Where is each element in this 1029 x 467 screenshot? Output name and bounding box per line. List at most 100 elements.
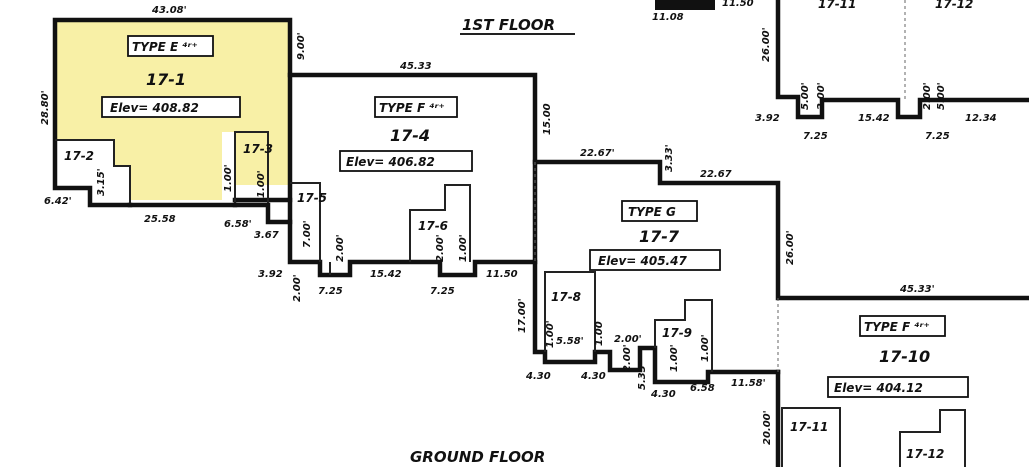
dim-25-58: 25.58	[144, 214, 176, 225]
heading-ground-floor: GROUND FLOOR	[410, 448, 545, 466]
elev-17-7: Elev= 405.47	[598, 254, 687, 268]
dim-17-00: 17.00'	[517, 298, 528, 333]
dim-1-00e: 1.00	[594, 321, 605, 346]
dim-5-58: 5.58'	[556, 336, 584, 347]
type-box-17-7	[621, 200, 698, 222]
type-17-7: TYPE G	[628, 205, 676, 219]
type-17-4: TYPE F ⁴ʳ⁺	[379, 101, 445, 115]
dim-7-25a: 7.25	[318, 286, 343, 297]
stair-17-3	[234, 131, 269, 205]
dim-6-58b: 6.58	[690, 383, 715, 394]
dim-4-30c: 4.30	[650, 389, 676, 400]
dim-tr-7-25a: 7.25	[803, 131, 828, 142]
wall-17-7	[532, 159, 1029, 301]
stair-label-17-8: 17-8	[551, 290, 581, 304]
type-box-17-4	[374, 96, 458, 118]
dim-top-17-4: 45.33	[399, 61, 432, 72]
dim-7-25b: 7.25	[430, 286, 455, 297]
type-box-17-1	[127, 35, 214, 57]
dim-4-30a: 4.30	[525, 371, 551, 382]
unit-id-17-4: 17-4	[390, 126, 430, 145]
stair-17-11	[781, 407, 841, 467]
dim-2-00c: 2.00'	[435, 234, 446, 262]
unit-id-17-1: 17-1	[146, 70, 186, 89]
type-17-10: TYPE F ⁴ʳ⁺	[864, 320, 930, 334]
dim-1-00f: 1.00'	[669, 344, 680, 372]
dim-tr-12-34: 12.34	[965, 113, 997, 124]
dim-7-00: 7.00'	[302, 220, 313, 248]
unit-id-17-10: 17-10	[879, 347, 930, 366]
dim-4-30b: 4.30	[580, 371, 606, 382]
dim-11-58: 11.58'	[731, 378, 766, 389]
dim-tr-11-08: 11.08	[652, 12, 684, 23]
type-box-17-10	[859, 315, 946, 337]
dim-1-00g: 1.00'	[700, 334, 711, 362]
elev-box-17-1	[101, 96, 241, 118]
dim-right-17-4: 15.00	[542, 103, 553, 135]
dim-right-17-7: 26.00'	[785, 230, 796, 265]
stair-17-8	[544, 271, 596, 352]
dim-3-33: 3.33'	[664, 144, 675, 172]
dim-22-67a: 22.67'	[580, 148, 615, 159]
dim-1-00a: 1.00'	[223, 164, 234, 192]
heading-1st-floor: 1ST FLOOR	[462, 16, 555, 34]
top-block	[655, 0, 715, 10]
dim-right-17-1: 9.00'	[296, 32, 307, 60]
stair-label-17-9: 17-9	[662, 326, 692, 340]
walls	[52, 0, 1029, 467]
stair-label-17-3: 17-3	[243, 142, 273, 156]
dim-tr-26-00: 26.00'	[761, 27, 772, 62]
wall-top-right	[775, 0, 1029, 120]
dim-20-00: 20.00'	[762, 410, 773, 445]
dim-22-67b: 22.67	[700, 169, 732, 180]
dim-6-58: 6.58'	[224, 219, 252, 230]
stair-label-17-2: 17-2	[64, 149, 94, 163]
wall-step-1	[232, 197, 293, 225]
wall-17-7-bottom	[532, 259, 781, 385]
dim-3-92: 3.92	[258, 269, 283, 280]
dim-11-50: 11.50	[486, 269, 518, 280]
stair-17-2	[55, 139, 131, 205]
dim-1-00b: 1.00'	[256, 170, 267, 198]
stair-label-17-11: 17-11	[790, 420, 828, 434]
dim-tr-7-25b: 7.25	[925, 131, 950, 142]
elev-17-10: Elev= 404.12	[834, 381, 923, 395]
stair-17-12	[899, 409, 966, 467]
dim-2-00d: 2.00'	[614, 334, 642, 345]
dim-2-00b: 2.00'	[292, 274, 303, 302]
dim-tr-15-42: 15.42	[858, 113, 890, 124]
dim-tr-2-00a: 2.00'	[816, 82, 827, 110]
elev-box-17-7	[589, 249, 721, 271]
dim-left-17-1: 28.80'	[40, 90, 51, 125]
dim-6-42: 6.42'	[44, 196, 72, 207]
dim-3-67: 3.67	[254, 230, 279, 241]
dim-1-00c: 1.00'	[458, 234, 469, 262]
dim-3-15: 3.15'	[96, 168, 107, 196]
dim-top-17-10: 45.33'	[899, 284, 935, 295]
dim-1-00d: 1.00'	[545, 320, 556, 348]
stair-17-5	[290, 182, 331, 275]
elev-17-1: Elev= 408.82	[110, 101, 199, 115]
stair-label-17-6: 17-6	[418, 219, 448, 233]
dim-top-17-1: 43.08'	[151, 5, 187, 16]
dim-15-42: 15.42	[370, 269, 402, 280]
dim-tr-11-50: 11.50	[722, 0, 754, 9]
elev-box-17-4	[339, 150, 473, 172]
stair-label-17-5: 17-5	[297, 191, 327, 205]
stair-17-9	[654, 299, 713, 372]
stair-label-top-17-12: 17-12	[935, 0, 973, 11]
dim-tr-5-00b: 5.00'	[936, 82, 947, 110]
stair-label-17-12: 17-12	[906, 447, 944, 461]
stair-label-top-17-11: 17-11	[818, 0, 856, 11]
stair-17-6	[409, 184, 471, 262]
type-17-1: TYPE E ⁴ʳ⁺	[132, 40, 198, 54]
dim-2-00a: 2.00'	[335, 234, 346, 262]
dim-tr-2-00b: 2.00'	[922, 82, 933, 110]
wall-17-1	[52, 17, 293, 208]
elev-17-4: Elev= 406.82	[346, 155, 435, 169]
dim-5-33: 5.33'	[637, 362, 648, 390]
elev-box-17-10	[827, 376, 969, 398]
dim-2-00e: 2.00'	[622, 344, 633, 372]
labels: 1ST FLOOR GROUND FLOOR TYPE E ⁴ʳ⁺ 17-1 E…	[40, 0, 997, 466]
